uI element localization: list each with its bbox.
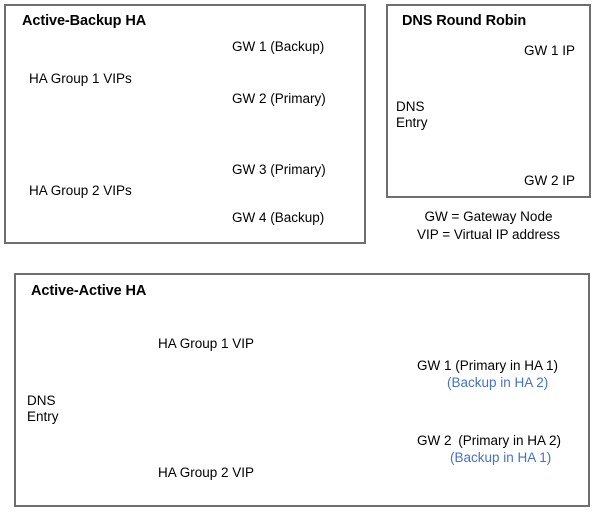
panel-title-dns-round-robin: DNS Round Robin <box>402 13 527 29</box>
legend-line-gw: GW = Gateway Node <box>424 209 553 224</box>
legend-line-vip: VIP = Virtual IP address <box>417 227 560 242</box>
node-ha-group-2-vips: HA Group 2 VIPs <box>29 183 132 198</box>
panel-active-active-ha <box>14 273 590 507</box>
node-gw-1-active-active: GW 1 (Primary in HA 1) (Backup in HA 2) <box>417 357 558 391</box>
panel-title-active-active: Active-Active HA <box>31 283 147 299</box>
node-gw-2-primary: GW 2 (Primary) <box>232 91 326 106</box>
node-gw-2-backup-role: (Backup in HA 1) <box>450 450 552 465</box>
node-gw-3-primary: GW 3 (Primary) <box>232 162 326 177</box>
node-dns-entry-aa-line2: Entry <box>27 409 59 424</box>
legend-block: GW = Gateway Node VIP = Virtual IP addre… <box>386 208 591 244</box>
node-dns-entry-rr-line1: DNS <box>396 99 425 114</box>
node-gw-2-primary-role: (Primary in HA 2) <box>458 433 562 448</box>
panel-dns-round-robin <box>386 4 591 198</box>
node-gw-2-ip: GW 2 IP <box>524 173 576 188</box>
node-gw-4-backup: GW 4 (Backup) <box>232 210 325 225</box>
node-gw-2-primary-line: GW 2 (Primary in HA 2) <box>417 432 561 449</box>
node-ha-group-1-vip: HA Group 1 VIP <box>158 336 255 351</box>
node-gw-1-ip: GW 1 IP <box>524 43 576 58</box>
node-gw-1-backup: GW 1 (Backup) <box>232 39 325 54</box>
node-dns-entry-rr-line2: Entry <box>396 115 428 130</box>
node-ha-group-2-vip: HA Group 2 VIP <box>158 465 255 480</box>
node-gw-2-active-active: GW 2 (Primary in HA 2) (Backup in HA 1) <box>417 432 561 466</box>
node-gw-1-primary-role: (Primary in HA 1) <box>455 358 559 373</box>
node-dns-entry-aa-line1: DNS <box>27 393 56 408</box>
node-gw-1-backup-role: (Backup in HA 2) <box>447 375 549 390</box>
node-gw-1-name: GW 1 <box>417 358 452 373</box>
node-ha-group-1-vips: HA Group 1 VIPs <box>29 71 132 86</box>
node-gw-2-name: GW 2 <box>417 433 452 448</box>
node-gw-1-primary-line: GW 1 (Primary in HA 1) <box>417 357 558 374</box>
panel-active-backup-ha <box>4 4 366 244</box>
panel-title-active-backup: Active-Backup HA <box>22 13 147 29</box>
